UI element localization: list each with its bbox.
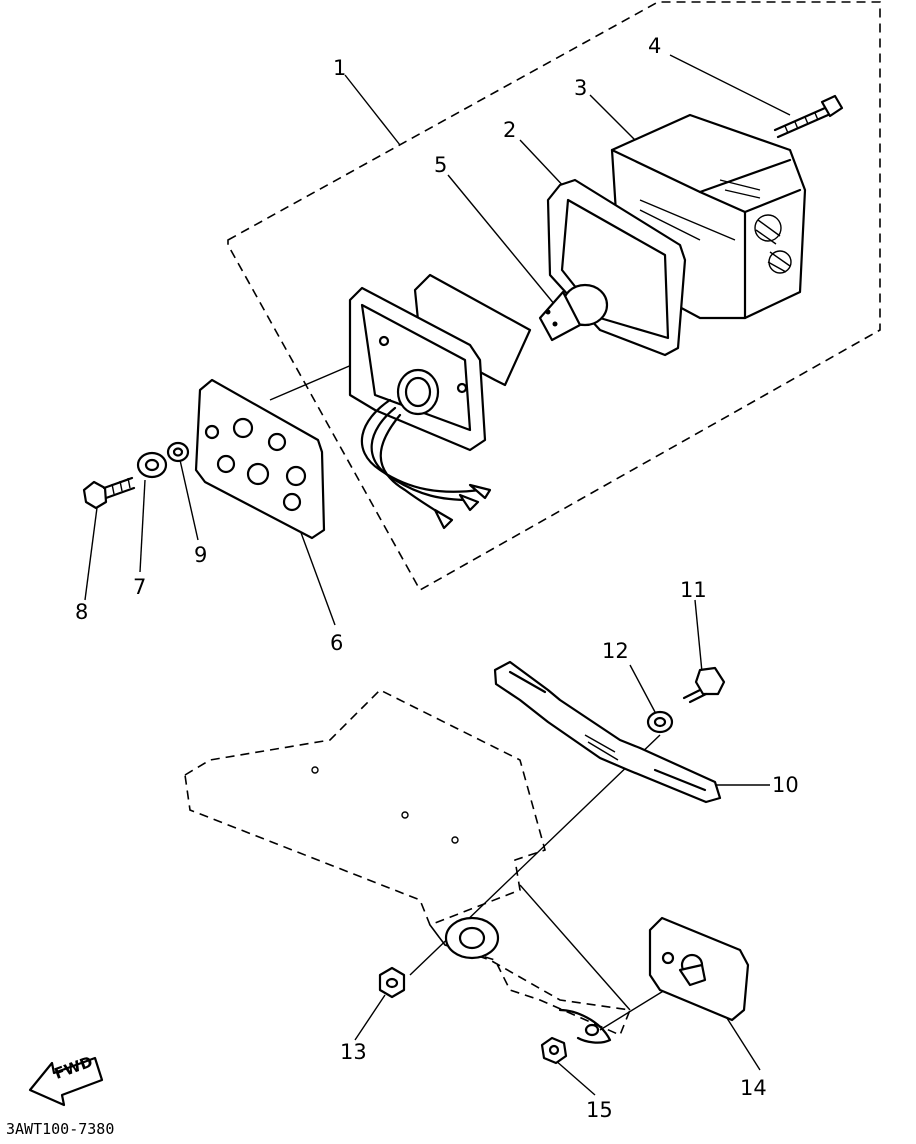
callout-5: 5 — [434, 153, 448, 177]
callout-8: 8 — [75, 600, 89, 624]
collar — [136, 451, 168, 479]
callout-15: 15 — [586, 1098, 613, 1122]
screw — [773, 94, 844, 139]
callout-4: 4 — [648, 34, 662, 58]
bolt — [82, 476, 136, 510]
tail-light-base — [348, 273, 532, 452]
drawing-code: 3AWT100-7380 — [6, 1120, 115, 1138]
bulb — [538, 283, 609, 342]
license-bracket — [493, 660, 722, 804]
callout-2: 2 — [503, 118, 517, 142]
callout-3: 3 — [574, 76, 588, 100]
nut — [378, 966, 406, 999]
callout-1: 1 — [333, 56, 347, 80]
gasket — [546, 178, 687, 357]
callout-12: 12 — [602, 639, 629, 663]
rear-fender — [184, 689, 632, 1044]
callout-6: 6 — [330, 631, 344, 655]
callout-13: 13 — [340, 1040, 367, 1064]
cover-plate — [194, 378, 326, 540]
hex-nut — [540, 1036, 568, 1065]
callout-7: 7 — [133, 575, 147, 599]
fwd-arrow — [28, 1056, 104, 1107]
flat-washer — [646, 710, 674, 734]
assembly-boundary — [227, 1, 881, 592]
callout-11: 11 — [680, 578, 707, 602]
washer — [166, 441, 190, 463]
flange-bolt — [682, 666, 726, 704]
callout-9: 9 — [194, 543, 208, 567]
callout-10: 10 — [772, 773, 799, 797]
callout-14: 14 — [740, 1076, 767, 1100]
wiring-harness — [360, 398, 492, 530]
license-light — [648, 916, 750, 1022]
